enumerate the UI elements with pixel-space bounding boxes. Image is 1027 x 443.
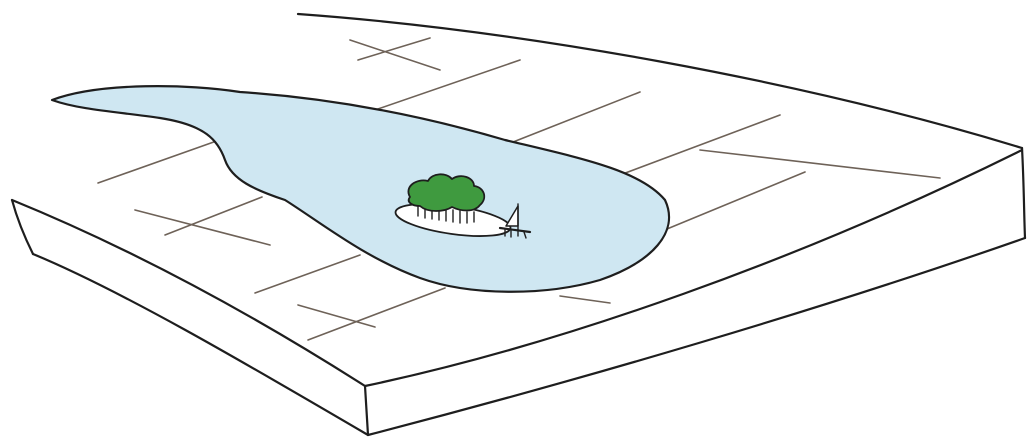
field-line (560, 296, 610, 303)
field-line (620, 115, 780, 175)
field-line (350, 40, 440, 70)
field-line (165, 197, 262, 235)
field-line (98, 138, 225, 183)
field-line (650, 172, 805, 236)
land-front-corner-edge (365, 386, 368, 435)
field-line (700, 150, 940, 178)
field-line (375, 60, 520, 110)
land-right-edge (1022, 148, 1025, 238)
field-line (298, 305, 375, 327)
field-line (255, 255, 360, 293)
field-line (135, 210, 270, 245)
field-line (358, 38, 430, 60)
